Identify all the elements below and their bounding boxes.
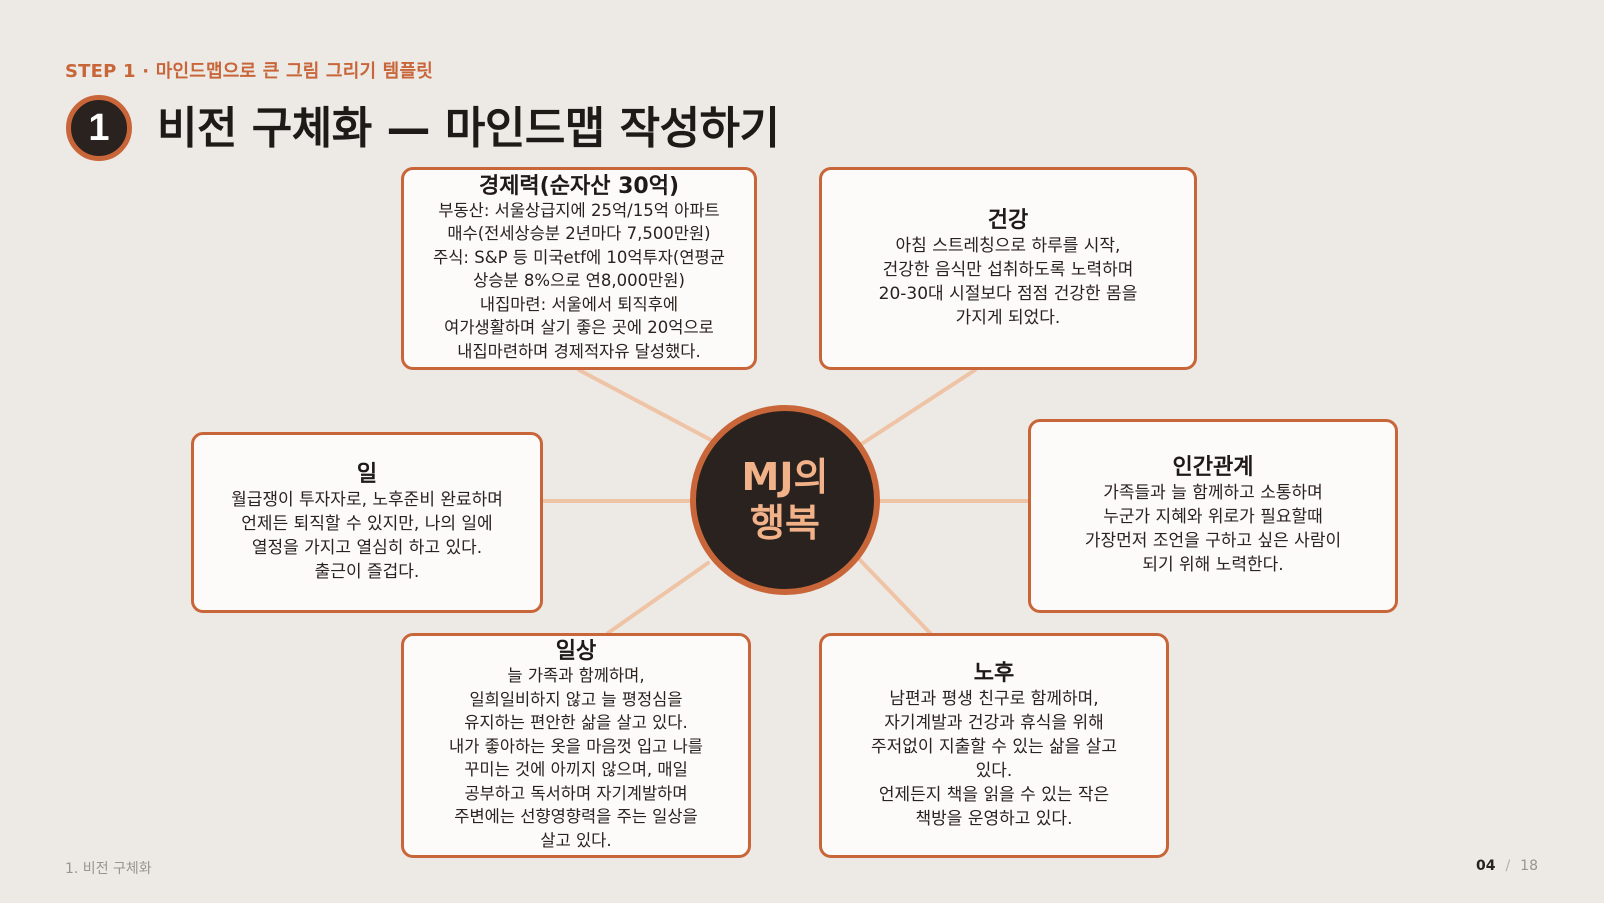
node-daily-line: 유지하는 편안한 삶을 살고 있다. [464,713,688,732]
node-daily-line: 내가 좋아하는 옷을 마음껏 입고 나를 [449,736,703,756]
node-health-title: 건강 [987,207,1029,233]
node-daily-line: 일희일비하지 않고 늘 평정심을 [469,689,683,709]
page-title: 비전 구체화 — 마인드맵 작성하기 [157,103,780,154]
node-work-line: 열정을 가지고 열심히 하고 있다. [251,537,483,558]
node-relations: 인간관계 가족들과 늘 함께하고 소통하며 누군가 지혜와 위로가 필요할때 가… [1028,419,1398,613]
node-relations-title: 인간관계 [1172,455,1254,480]
node-relations-line: 가족들과 늘 함께하고 소통하며 [1103,483,1323,503]
node-finance-line: 상승분 8%으로 연8,000만원) [473,271,685,291]
node-work-title: 일 [356,461,378,487]
node-daily: 일상 늘 가족과 함께하며, 일희일비하지 않고 늘 평정심을 유지하는 편안한… [401,633,751,858]
node-daily-line: 살고 있다. [540,830,612,850]
node-daily-line: 주변에는 선향영향력을 주는 일상을 [454,807,698,826]
step-number-badge: 1 [66,95,132,161]
node-finance-line: 내집마련: 서울에서 퇴직후에 [479,294,679,314]
node-work-line: 언제든 퇴직할 수 있지만, 나의 일에 [241,513,493,534]
connector-finance [577,368,713,442]
node-retire-title: 노후 [973,660,1015,686]
node-retire-line: 책방을 운영하고 있다. [915,808,1073,829]
node-retire-line: 남편과 평생 친구로 함께하며, [889,688,1099,709]
node-health-line: 아침 스트레칭으로 하루를 시작, [895,235,1121,256]
center-line-2: 행복 [750,501,820,545]
node-finance-line: 여가생활하며 살기 좋은 곳에 20억으로 [444,318,714,338]
node-finance: 경제력(순자산 30억) 부동산: 서울상급지에 25억/15억 아파트 매수(… [401,167,757,370]
node-health-line: 20-30대 시절보다 점점 건강한 몸을 [878,283,1138,304]
node-finance-line: 부동산: 서울상급지에 25억/15억 아파트 [438,200,720,220]
node-retire-line: 주저없이 지출할 수 있는 삶을 살고 [871,736,1117,757]
node-relations-line: 되기 위해 노력한다. [1142,555,1284,575]
node-relations-line: 가장먼저 조언을 구하고 싶은 사람이 [1084,531,1342,551]
center-line-1: MJ의 [741,455,829,499]
connector-daily [606,561,710,635]
node-finance-line: 내집마련하며 경제적자유 달성했다. [457,341,701,361]
node-work: 일 월급쟁이 투자자로, 노후준비 완료하며 언제든 퇴직할 수 있지만, 나의… [191,432,543,613]
step-label: STEP 1 · 마인드맵으로 큰 그림 그리기 템플릿 [65,61,433,82]
node-daily-line: 늘 가족과 함께하며, [507,666,645,685]
node-daily-line: 꾸미는 것에 아끼지 않으며, 매일 [464,760,688,779]
page-separator: / [1505,858,1511,874]
page-indicator: 04 / 18 [1476,858,1538,874]
node-finance-title: 경제력(순자산 30억) [478,173,680,199]
node-retire-line: 있다. [975,760,1013,781]
node-health-line: 건강한 음식만 섭취하도록 노력하며 [882,259,1134,280]
node-daily-line: 공부하고 독서하며 자기계발하며 [464,783,688,803]
node-relations-line: 누군가 지혜와 위로가 필요할때 [1103,507,1323,527]
node-daily-title: 일상 [555,639,597,664]
node-finance-line: 매수(전세상승분 2년마다 7,500만원) [447,224,711,244]
node-retire: 노후 남편과 평생 친구로 함께하며, 자기계발과 건강과 휴식을 위해 주저없… [819,633,1169,858]
node-retire-line: 언제든지 책을 읽을 수 있는 작은 [878,784,1110,805]
page-current: 04 [1475,858,1496,874]
page-total: 18 [1520,858,1538,874]
connector-retire [858,558,932,635]
node-retire-line: 자기계발과 건강과 휴식을 위해 [884,712,1104,733]
footer-section-label: 1. 비전 구체화 [65,861,152,877]
connector-health [858,368,977,447]
node-health-line: 가지게 되었다. [955,307,1061,328]
center-node: MJ의 행복 [690,405,880,595]
node-work-line: 출근이 즐겁다. [314,561,420,582]
node-health: 건강 아침 스트레칭으로 하루를 시작, 건강한 음식만 섭취하도록 노력하며 … [819,167,1197,370]
node-finance-line: 주식: S&P 등 미국etf에 10억투자(연평균 [433,247,725,267]
node-work-line: 월급쟁이 투자자로, 노후준비 완료하며 [231,489,503,510]
